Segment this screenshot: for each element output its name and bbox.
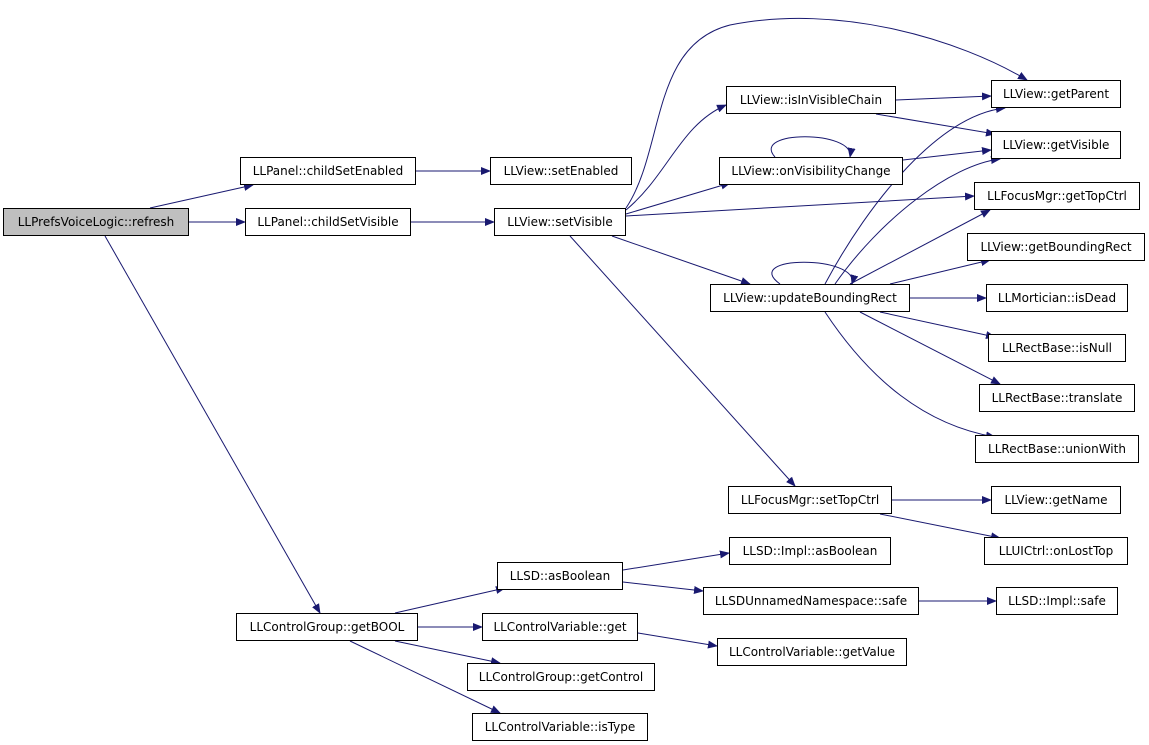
node-view-get-parent[interactable]: LLView::getParent [991,80,1121,108]
node-control-variable-is-type[interactable]: LLControlVariable::isType [472,713,648,741]
edge-ubr-fmgtc [849,209,991,285]
node-panel-child-set-visible[interactable]: LLPanel::childSetVisible [245,208,411,236]
edge-gbool-cggc [394,640,501,666]
edge-ubr-null [879,311,996,339]
edge-ubr-gp [824,104,1006,285]
edge-svis-ivc [625,104,727,211]
node-focus-mgr-get-top-ctrl[interactable]: LLFocusMgr::getTopCtrl [974,182,1140,210]
edge-ubr-tr [859,311,1001,385]
edge-ivc-gv [875,113,996,137]
node-view-on-visibility-change[interactable]: LLView::onVisibilityChange [719,157,903,185]
edge-asb-safe [622,581,704,594]
node-llsd-impl-safe[interactable]: LLSD::Impl::safe [996,587,1118,615]
edge-ubr-self [771,261,859,285]
node-rect-base-union-with[interactable]: LLRectBase::unionWith [975,435,1139,463]
node-control-group-get-control[interactable]: LLControlGroup::getControl [467,663,655,691]
node-view-get-name[interactable]: LLView::getName [991,486,1121,514]
node-llsd-impl-as-boolean[interactable]: LLSD::Impl::asBoolean [729,537,891,565]
edge-root-cse [149,183,254,209]
node-view-set-visible[interactable]: LLView::setVisible [494,208,626,236]
node-view-set-enabled[interactable]: LLView::setEnabled [490,157,632,185]
node-control-group-get-bool[interactable]: LLControlGroup::getBOOL [236,613,418,641]
node-rect-base-is-null[interactable]: LLRectBase::isNull [988,334,1126,362]
node-rect-base-translate[interactable]: LLRectBase::translate [979,384,1135,412]
node-view-get-visible[interactable]: LLView::getVisible [991,131,1121,159]
edge-ubr-gbr [889,258,991,285]
edge-ovc-gv [902,147,992,161]
node-focus-mgr-set-top-ctrl[interactable]: LLFocusMgr::setTopCtrl [728,486,892,514]
node-control-variable-get-value[interactable]: LLControlVariable::getValue [717,638,907,666]
edge-svis-gp [625,17,1028,209]
node-mortician-is-dead[interactable]: LLMortician::isDead [986,284,1128,312]
edge-gbool-asb [394,586,506,614]
node-control-variable-get[interactable]: LLControlVariable::get [482,613,638,641]
node-view-get-bounding-rect[interactable]: LLView::getBoundingRect [967,233,1145,261]
node-view-is-in-visible-chain[interactable]: LLView::isInVisibleChain [726,86,896,114]
node-view-update-bounding-rect[interactable]: LLView::updateBoundingRect [710,284,910,312]
node-prefs-voice-logic-refresh[interactable]: LLPrefsVoiceLogic::refresh [3,208,189,236]
edge-gbool-cvit [349,640,501,714]
edge-root-gbool [104,235,321,614]
edge-svis-fmgtc [625,192,975,217]
node-llsd-as-boolean[interactable]: LLSD::asBoolean [497,562,623,590]
edge-fmstc-olt [879,513,1001,541]
node-llsd-unnamed-namespace-safe[interactable]: LLSDUnnamedNamespace::safe [703,587,919,615]
node-panel-child-set-enabled[interactable]: LLPanel::childSetEnabled [240,157,416,185]
edge-svis-ovc [625,181,731,215]
edge-ivc-gp [895,92,992,101]
edge-svis-fmstc [569,235,796,487]
edge-ubr-uw [824,311,996,440]
edge-ovc-self [771,136,856,158]
node-ui-ctrl-on-lost-top[interactable]: LLUICtrl::onLostTop [984,537,1128,565]
edge-ubr-gv [834,156,1001,285]
edge-svis-ubr [611,235,751,285]
edge-cvg-cvgv [637,632,718,649]
edge-asb-iab [622,550,730,571]
